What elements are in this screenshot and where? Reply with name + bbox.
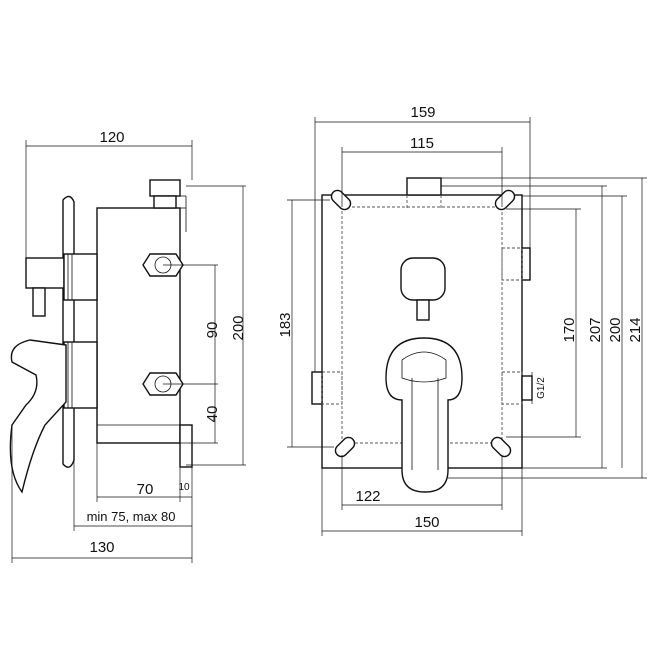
front-top-inlet	[406, 177, 442, 196]
side-view: 120 90 200 40 70 10 min 75, max 80 130	[9, 129, 247, 563]
side-lever-handle	[9, 339, 98, 494]
front-lever-handle	[385, 337, 463, 493]
front-view: 159 115 183 170 207 200 214 122 150 G1/2	[277, 104, 647, 536]
mounting-slot-br	[490, 436, 512, 458]
side-wall-plate	[62, 195, 75, 468]
mounting-slot-tl	[330, 189, 352, 211]
dim-40: 40	[204, 406, 221, 423]
dim-90: 90	[204, 322, 221, 339]
side-diverter-knob	[25, 253, 98, 317]
dim-70: 70	[137, 481, 154, 498]
dim-115: 115	[410, 135, 434, 152]
dim-122: 122	[355, 488, 380, 505]
mounting-slot-bl	[334, 436, 356, 458]
dim-130: 130	[89, 539, 114, 556]
dim-150: 150	[414, 514, 439, 531]
dim-200-front: 200	[607, 317, 624, 342]
side-bottom-fitting	[179, 424, 193, 468]
dim-183: 183	[277, 312, 294, 337]
dim-214: 214	[627, 317, 644, 342]
thread-label: G1/2	[536, 377, 547, 399]
dim-120: 120	[99, 129, 124, 146]
dim-170: 170	[561, 317, 578, 342]
dim-10: 10	[178, 482, 190, 493]
dim-min-max: min 75, max 80	[87, 509, 176, 524]
dim-159: 159	[410, 104, 435, 121]
side-top-fitting	[149, 179, 181, 197]
dim-200-side: 200	[230, 315, 247, 340]
mounting-slot-tr	[494, 189, 516, 211]
side-body	[96, 207, 181, 444]
dim-207: 207	[587, 317, 604, 342]
front-diverter-knob	[400, 257, 446, 321]
